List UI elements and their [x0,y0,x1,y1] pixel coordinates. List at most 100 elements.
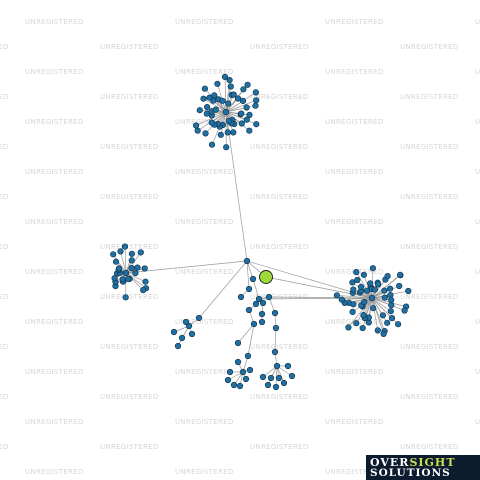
watermark-text: UNREGISTERED [175,368,234,376]
graph-edge [237,323,255,344]
graph-node [272,383,280,391]
right-cluster-node [387,308,394,315]
watermark-text: UNREGISTERED [100,243,159,251]
right-cluster-node [358,283,365,291]
graph-node [273,362,281,370]
watermark-text: UNREGISTERED [400,193,459,201]
left-cluster-edge [125,253,133,274]
right-cluster-node [396,282,403,290]
top-cluster-edge [225,105,256,113]
right-cluster-node [350,286,357,293]
watermark-layer: UNREGISTERED UNREGISTERED UNREGISTERED UNRE… [0,18,480,476]
right-cluster-node [360,271,368,278]
graph-node [244,352,252,360]
link-top [225,111,248,262]
graph-node [280,379,288,387]
graph-node [272,324,280,332]
top-cluster-node [252,89,259,96]
watermark-text: UNREGISTERED [175,168,234,176]
top-cluster-node [212,106,219,113]
top-cluster-node [217,131,224,138]
watermark-text: UNREGISTERED [25,168,84,176]
watermark-text: UNREGISTERED [325,368,384,376]
watermark-text: UNREGISTERED [25,418,84,426]
watermark-text: UNREGISTERED [25,218,84,226]
right-cluster-edge [348,297,373,328]
right-cluster-node [349,308,356,316]
watermark-text: UNREGISTERED [325,18,384,26]
right-cluster-node [354,276,361,284]
top-cluster-node [193,122,200,129]
top-cluster-node [252,102,259,109]
right-cluster-node [349,279,356,286]
left-cluster-node [141,265,148,272]
watermark-text: UNREGISTERED [0,393,9,401]
watermark-text: UNREGISTERED [325,68,384,76]
graph-node [239,368,247,376]
watermark-text: UNREGISTERED [250,393,309,401]
top-cluster-node [196,107,203,114]
graph-node [284,362,292,370]
top-cluster-node [221,73,229,80]
watermark-text: UNREGISTERED [475,18,480,26]
watermark-text: UNREGISTERED [100,43,159,51]
logo-text-over: OVER [370,456,410,469]
watermark-text: UNREGISTERED [400,343,459,351]
right-cluster-node [395,321,402,328]
right-cluster-node [384,273,391,280]
logo-line-2: SOLUTIONS [370,467,451,479]
watermark-text: UNREGISTERED [475,418,480,426]
left-cluster-node [128,250,135,257]
watermark-text: UNREGISTERED [400,293,459,301]
watermark-text: UNREGISTERED [100,393,159,401]
watermark-text: UNREGISTERED [25,18,84,26]
right-cluster-edge [355,271,373,299]
top-cluster-edge [195,111,227,126]
watermark-text: UNREGISTERED [400,243,459,251]
graph-edge [252,278,260,300]
left-cluster-node [111,275,118,282]
graph-node [275,374,283,382]
top-cluster-node [238,110,245,117]
graph-edge [246,260,254,280]
right-cluster-edge [371,297,391,312]
right-cluster-edge [371,297,388,323]
watermark-text: UNREGISTERED [475,168,480,176]
left-cluster-node [119,276,126,283]
left-cluster-node [128,257,135,264]
watermark-text: UNREGISTERED [0,193,9,201]
watermark-text: UNREGISTERED [175,18,234,26]
watermark-text: UNREGISTERED [100,443,159,451]
top-cluster-node [240,86,247,93]
right-cluster-node [353,320,360,327]
left-cluster-node [134,264,141,271]
left-cluster-node [117,248,124,255]
top-cluster-hub [222,108,230,116]
graph-node [226,368,234,376]
watermark-text: UNREGISTERED [0,243,9,251]
right-cluster-node [401,307,408,314]
watermark-text: UNREGISTERED [475,218,480,226]
top-cluster-edge [224,76,227,113]
watermark-text: UNREGISTERED [175,418,234,426]
watermark-text: UNREGISTERED [475,68,480,76]
watermark-text: UNREGISTERED [475,268,480,276]
left-cluster-edge [112,254,127,274]
watermark-text: UNREGISTERED [325,468,384,476]
graph-node [230,381,238,389]
left-cluster-node [112,258,120,265]
watermark-text: UNREGISTERED [25,268,84,276]
watermark-text: UNREGISTERED [100,193,159,201]
graph-edge [246,260,250,290]
watermark-text: UNREGISTERED [400,43,459,51]
graph-node [271,348,279,356]
watermark-text: UNREGISTERED [250,93,309,101]
watermark-text: UNREGISTERED [0,143,9,151]
graph-node [234,358,242,366]
top-cluster-node [211,92,218,99]
watermark-text: UNREGISTERED [400,143,459,151]
top-cluster-edge [225,99,257,113]
watermark-text: UNREGISTERED [250,43,309,51]
top-cluster-node [214,80,221,87]
